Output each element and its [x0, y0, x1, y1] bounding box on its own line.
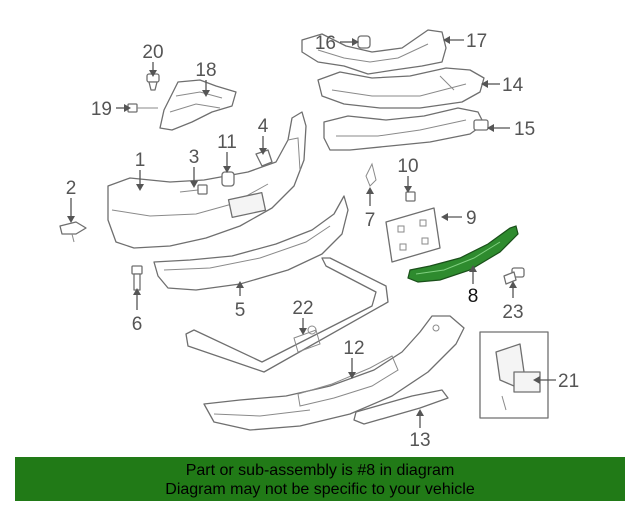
- part-3-screw[interactable]: [179, 184, 208, 195]
- callout-18[interactable]: 18: [195, 60, 216, 81]
- callout-1[interactable]: 1: [135, 150, 146, 171]
- part-13-trim-strip[interactable]: [353, 389, 449, 425]
- callout-4[interactable]: 4: [258, 116, 269, 137]
- footer-line-1: Part or sub-assembly is #8 in diagram: [185, 462, 455, 479]
- callout-22[interactable]: 22: [292, 298, 313, 319]
- callout-9[interactable]: 9: [466, 208, 477, 229]
- callout-20[interactable]: 20: [142, 42, 163, 63]
- callout-13[interactable]: 13: [409, 430, 430, 451]
- part-5-lower-valance[interactable]: [153, 195, 349, 291]
- part-14-lower-beam[interactable]: [323, 107, 485, 151]
- part-6-bolt[interactable]: [131, 265, 143, 291]
- callout-11[interactable]: 11: [217, 132, 237, 153]
- callout-10[interactable]: 10: [397, 156, 418, 177]
- callout-5[interactable]: 5: [235, 300, 246, 321]
- part-17-bracket[interactable]: [301, 29, 447, 75]
- part-21-hitch-assembly[interactable]: [479, 331, 549, 419]
- part-1-bumper-cover[interactable]: [107, 111, 307, 249]
- callout-6[interactable]: 6: [132, 314, 143, 335]
- part-10-screw[interactable]: [405, 191, 416, 202]
- callout-23[interactable]: 23: [502, 302, 523, 323]
- part-11-bumper-stop[interactable]: [221, 171, 235, 187]
- part-19-screw[interactable]: [127, 103, 158, 113]
- callout-15[interactable]: 15: [514, 119, 535, 140]
- callout-2[interactable]: 2: [66, 178, 77, 199]
- part-23-bolt[interactable]: [503, 267, 525, 285]
- parts-diagram: 1 2 3 4 5 6 7 8 9 10 11 12 13 14 15 16 1…: [59, 29, 579, 451]
- callout-labels: 1 2 3 4 5 6 7 8 9 10 11 12 13 14 15 16 1…: [66, 31, 579, 451]
- callout-12[interactable]: 12: [343, 338, 364, 359]
- callout-14[interactable]: 14: [502, 75, 524, 96]
- leader-arrowheads: [67, 36, 540, 416]
- callout-8[interactable]: 8: [468, 286, 479, 307]
- part-22-tow-bar[interactable]: [185, 257, 389, 373]
- callout-17[interactable]: 17: [466, 31, 487, 52]
- part-15-bolt[interactable]: [473, 119, 489, 131]
- part-9-license-bracket[interactable]: [385, 207, 441, 263]
- footer-line-2: Diagram may not be specific to your vehi…: [165, 481, 475, 498]
- part-8-molding[interactable]: [407, 225, 519, 283]
- callout-21[interactable]: 21: [558, 371, 579, 392]
- callout-3[interactable]: 3: [189, 147, 200, 168]
- part-2-push-clip[interactable]: [59, 221, 87, 243]
- callout-19[interactable]: 19: [91, 99, 112, 120]
- part-7-wire-clip[interactable]: [365, 162, 377, 187]
- part-12-diffuser-panel[interactable]: [203, 315, 465, 431]
- part-14-reinforcement-beam[interactable]: [317, 67, 485, 109]
- callout-16[interactable]: 16: [315, 33, 336, 54]
- footer-banner: Part or sub-assembly is #8 in diagram Di…: [15, 457, 625, 501]
- part-16-nut[interactable]: [357, 35, 371, 49]
- part-18-side-bracket[interactable]: [159, 79, 237, 131]
- callout-7[interactable]: 7: [365, 210, 376, 231]
